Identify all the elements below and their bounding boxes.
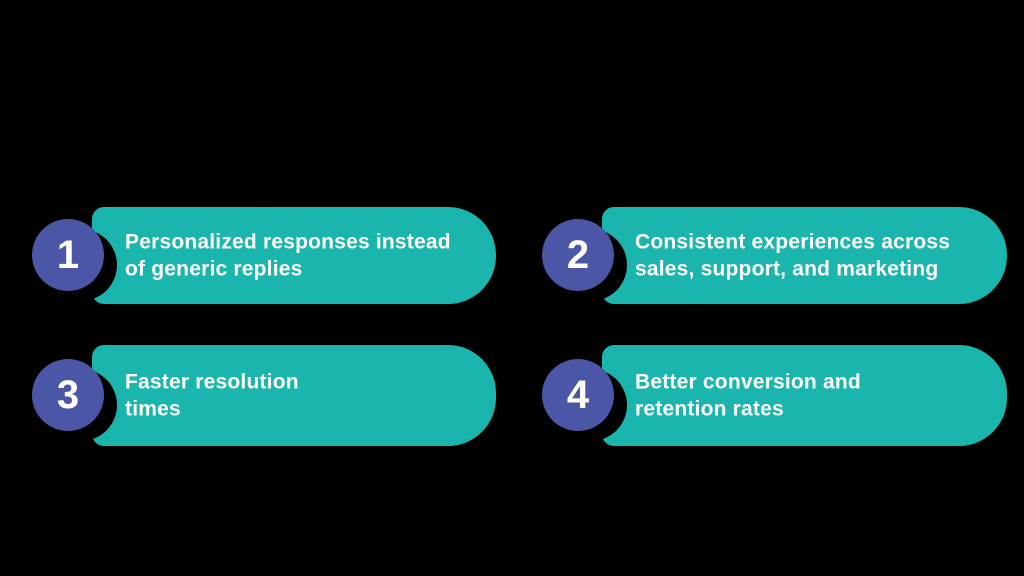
step-number-badge-4: 4 <box>542 359 614 431</box>
step-number-badge-1: 1 <box>32 219 104 291</box>
step-card-2: Consistent experiences across sales, sup… <box>602 207 1007 304</box>
step-text-4-line-2: retention rates <box>635 397 784 421</box>
step-text-1-line-1: Personalized responses instead <box>125 229 451 253</box>
step-card-1: Personalized responses instead of generi… <box>92 207 496 304</box>
step-number-4: 4 <box>566 373 590 417</box>
step-number-badge-3: 3 <box>32 359 104 431</box>
step-text-1: Personalized responses instead of generi… <box>125 228 451 283</box>
step-text-4-line-1: Better conversion and <box>635 369 861 393</box>
step-text-4: Better conversion and retention rates <box>635 368 861 423</box>
step-text-3: Faster resolution times <box>125 368 299 423</box>
step-card-4: Better conversion and retention rates <box>602 345 1007 446</box>
step-text-2-line-1: Consistent experiences across <box>635 229 951 253</box>
step-text-2: Consistent experiences across sales, sup… <box>635 228 950 283</box>
step-text-3-line-1: Faster resolution <box>125 369 299 393</box>
step-text-2-line-2: sales, support, and marketing <box>635 257 939 281</box>
step-number-2: 2 <box>566 233 590 277</box>
step-number-3: 3 <box>56 373 80 417</box>
step-number-badge-2: 2 <box>542 219 614 291</box>
step-card-3: Faster resolution times <box>92 345 496 446</box>
step-text-1-line-2: of generic replies <box>125 257 303 281</box>
step-text-3-line-2: times <box>125 397 181 421</box>
step-number-1: 1 <box>56 233 80 277</box>
